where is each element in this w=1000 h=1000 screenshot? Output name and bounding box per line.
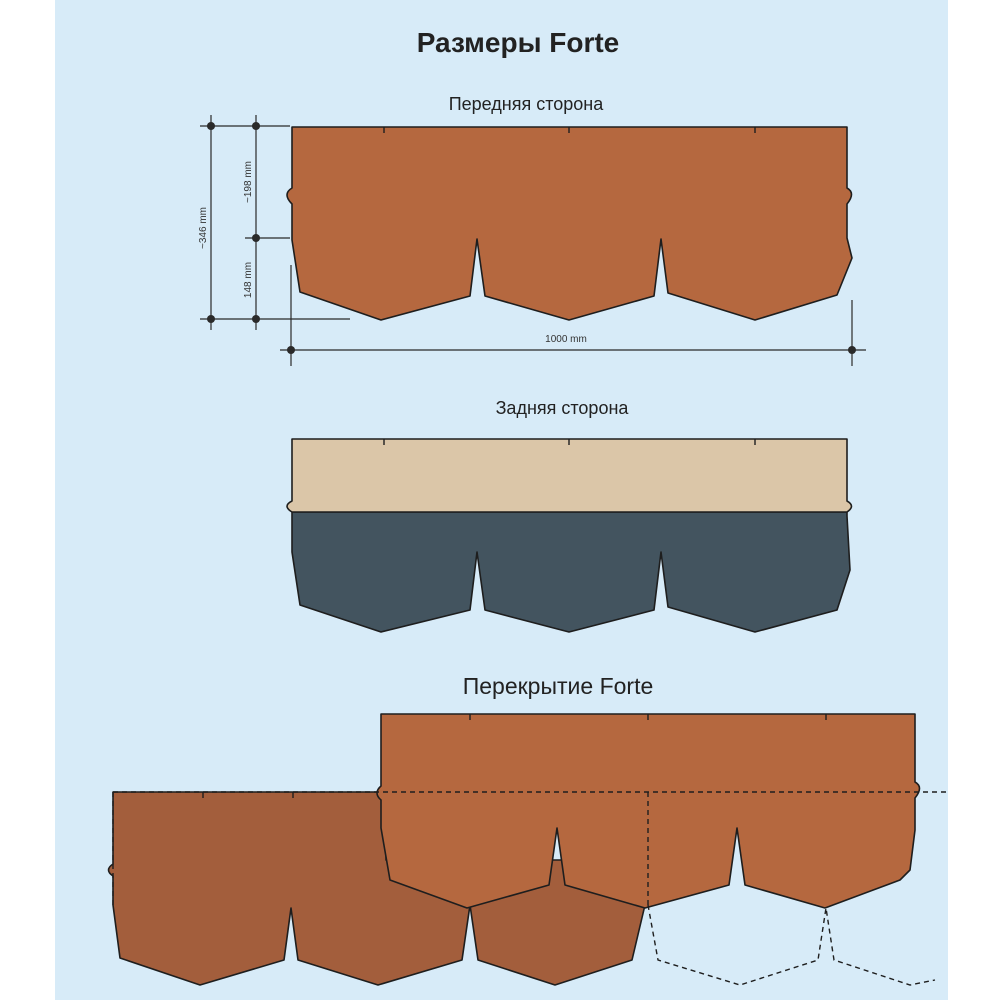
back-side-label: Задняя сторона bbox=[496, 398, 630, 418]
overlap-hidden-outlines bbox=[112, 791, 946, 986]
top-height-label: ~198 mm bbox=[243, 161, 254, 203]
width-label: 1000 mm bbox=[545, 334, 587, 345]
overlap-label: Перекрытие Forte bbox=[463, 673, 654, 699]
front-side-label: Передняя сторона bbox=[449, 94, 605, 114]
back-shingle bbox=[286, 438, 853, 633]
dimension-lines bbox=[200, 115, 866, 366]
page-title: Размеры Forte bbox=[417, 27, 620, 58]
front-shingle bbox=[286, 126, 853, 321]
tab-height-label: 148 mm bbox=[243, 262, 254, 298]
total-height-label: ~346 mm bbox=[198, 207, 209, 249]
overlap-lower-shingle bbox=[107, 791, 646, 986]
